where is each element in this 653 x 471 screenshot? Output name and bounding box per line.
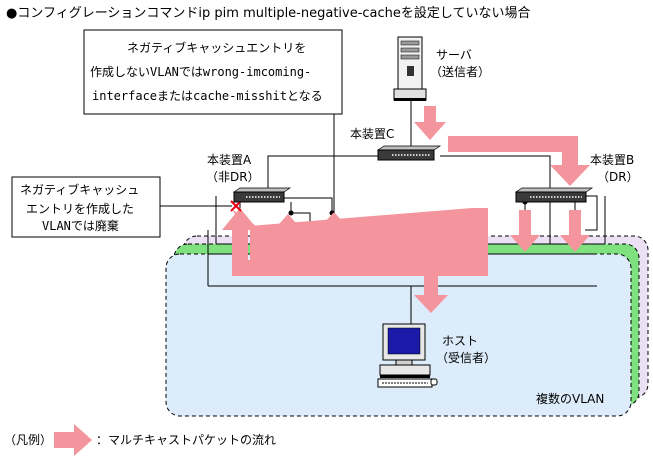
callout-top-line-2: 作成しないVLANではwrong-imcoming- [90,65,311,79]
switch-a-icon [232,187,292,203]
callout-left-line-2: エントリを作成した [26,202,134,216]
multicast-flow [222,106,590,313]
callout-top: ネガティブキャッシュエントリを 作成しないVLANではwrong-imcomin… [83,29,343,213]
flow-arrow-to-host [414,276,448,313]
flow-arrow-c-to-b [448,136,590,186]
device-b-label: 本装置B [590,153,634,167]
host-role-label: （受信者） [436,351,496,365]
vlan-label: 複数のVLAN [536,391,604,406]
flow-arrow-vlan-base [232,260,488,276]
server-role-label: （送信者） [430,64,490,79]
flow-arrow-server-to-c [414,106,446,140]
host-label: ホスト [442,334,478,348]
device-b-role-label: （DR） [597,170,639,184]
flow-arrow-b-down-2 [560,210,590,252]
switch-b-icon [514,187,594,203]
discard-x-mark [230,200,242,212]
server-icon [393,36,427,101]
callout-top-line-3: interfaceまたはcache-misshitとなる [92,89,323,103]
diagram-title: ●コンフィグレーションコマンドip pim multiple-negative-… [6,5,531,21]
device-c-label: 本装置C [350,127,394,141]
flow-arrow-up-a-port1 [272,214,304,250]
flow-arrow-up-a-port2 [316,212,352,250]
flow-arrow-up-a-discard [222,208,258,260]
callout-left-line-1: ネガティブキャッシュ [20,182,139,197]
callout-top-line-1: ネガティブキャッシュエントリを [127,40,306,55]
junction-dots [288,199,528,216]
server-label: サーバ [436,48,472,62]
flow-arrow-b-down-1 [510,210,540,252]
legend-description: ：マルチキャストパケットの流れ [96,433,276,447]
device-a-label: 本装置A [207,153,252,167]
legend-prefix: （凡例） [4,433,52,447]
device-a-role-label: （非DR） [206,170,260,184]
legend-arrow-icon [54,424,92,456]
callout-left-line-3: VLANでは廃棄 [42,218,119,233]
host-pc-icon [377,323,438,388]
callout-left: ネガティブキャッシュ エントリを作成した VLANでは廃棄 [11,176,232,238]
switch-c-icon [376,145,442,161]
